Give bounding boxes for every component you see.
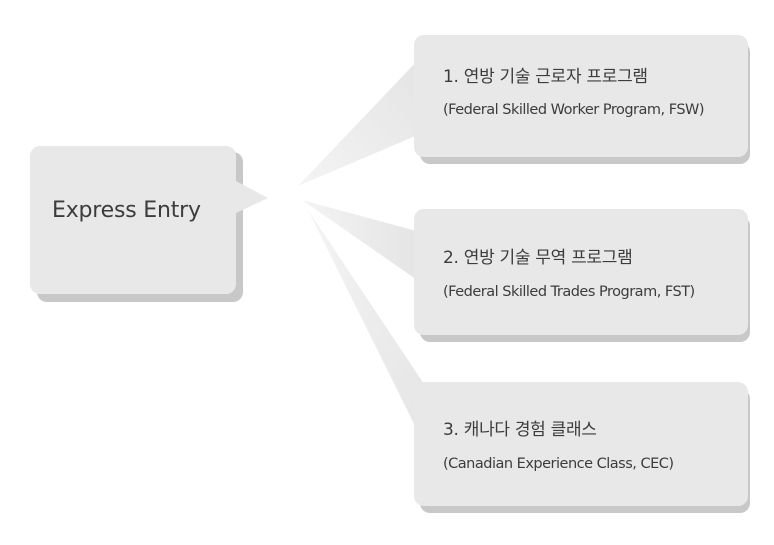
program-3-subtitle: (Canadian Experience Class, CEC): [443, 456, 674, 472]
pointer-to-program-1: [298, 58, 420, 186]
program-2-subtitle: (Federal Skilled Trades Program, FST): [443, 284, 695, 300]
root-box-tail: [234, 180, 268, 214]
program-1-subtitle: (Federal Skilled Worker Program, FSW): [443, 102, 705, 118]
pointer-to-program-3: [308, 210, 432, 460]
program-1-title: 1. 연방 기술 근로자 프로그램: [443, 67, 648, 87]
program-2-box: [414, 209, 748, 335]
root-box: [30, 146, 236, 294]
program-3-box: [414, 382, 748, 506]
program-1-box: [414, 35, 748, 157]
pointer-to-program-2: [302, 200, 420, 282]
program-2-title: 2. 연방 기술 무역 프로그램: [443, 248, 633, 268]
program-3-title: 3. 캐나다 경험 클래스: [443, 420, 597, 440]
root-label: Express Entry: [52, 198, 201, 223]
